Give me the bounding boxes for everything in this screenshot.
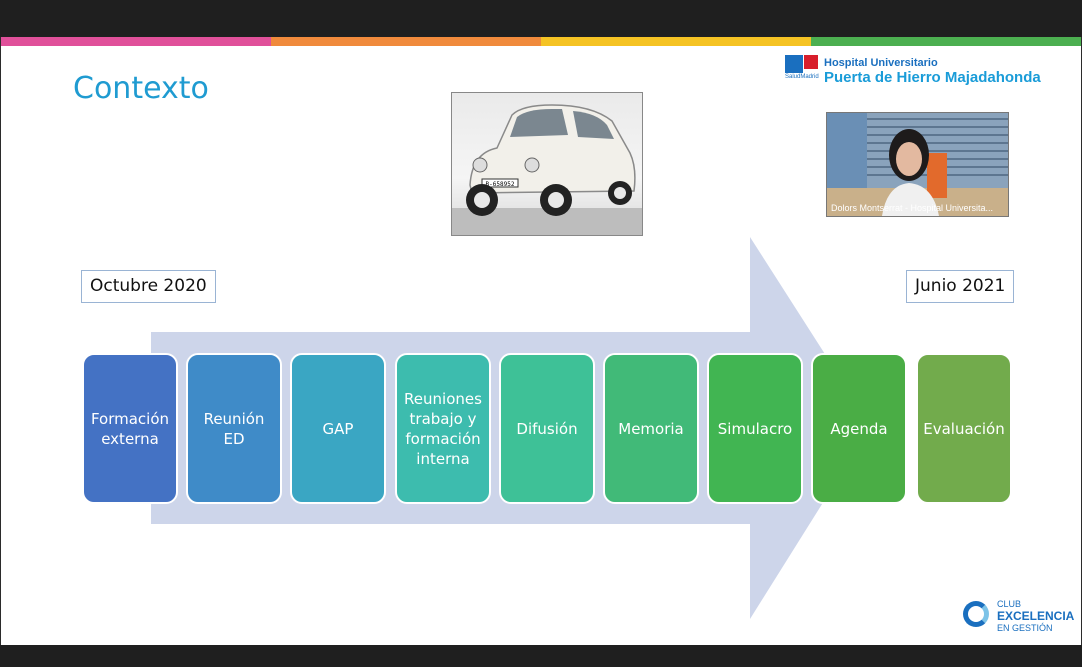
stripe-green bbox=[811, 37, 1081, 46]
timeline-step: Memoria bbox=[603, 353, 699, 504]
start-date-label: Octubre 2020 bbox=[81, 270, 216, 303]
car-photo: B-658952 bbox=[451, 92, 643, 236]
stripe-orange bbox=[271, 37, 541, 46]
end-date-label: Junio 2021 bbox=[906, 270, 1015, 303]
hospital-logo-icon bbox=[785, 55, 803, 73]
timeline-step: Simulacro bbox=[707, 353, 803, 504]
hospital-logo-line1: Hospital Universitario bbox=[824, 57, 938, 69]
timeline-arrow bbox=[151, 237, 871, 619]
video-tile[interactable]: Dolors Montserrat - Hospital Universita.… bbox=[826, 112, 1009, 217]
timeline-step: Reuniones trabajo y formación interna bbox=[395, 353, 491, 504]
stripe-yellow bbox=[541, 37, 811, 46]
timeline-step: GAP bbox=[290, 353, 386, 504]
stripe-pink bbox=[1, 37, 271, 46]
club-logo-line1: CLUB bbox=[997, 599, 1022, 609]
timeline-step: Reunión ED bbox=[186, 353, 282, 504]
seat-600-car-icon: B-658952 bbox=[452, 104, 642, 235]
madrid-flag-icon bbox=[804, 55, 818, 69]
club-excelencia-icon bbox=[963, 601, 989, 627]
window-bottom-bar bbox=[0, 645, 1082, 667]
hospital-logo-line2: Puerta de Hierro Majadahonda bbox=[824, 69, 1041, 86]
club-logo-line2: EXCELENCIA bbox=[997, 609, 1075, 623]
participant-video-icon bbox=[827, 113, 1008, 216]
video-participant-name: Dolors Montserrat - Hospital Universita.… bbox=[831, 203, 994, 213]
timeline-step: Formación externa bbox=[82, 353, 178, 504]
slide-title: Contexto bbox=[73, 71, 209, 106]
timeline-step: Difusión bbox=[499, 353, 595, 504]
window-top-bar bbox=[0, 0, 1082, 37]
car-plate: B-658952 bbox=[486, 181, 515, 188]
timeline-step: Evaluación bbox=[916, 353, 1012, 504]
timeline-step: Agenda bbox=[811, 353, 907, 504]
club-logo-line3: EN GESTIÓN bbox=[997, 623, 1053, 633]
presentation-slide: Contexto SaludMadrid Hospital Universita… bbox=[1, 37, 1081, 645]
hospital-logo-small-text: SaludMadrid bbox=[785, 74, 819, 80]
